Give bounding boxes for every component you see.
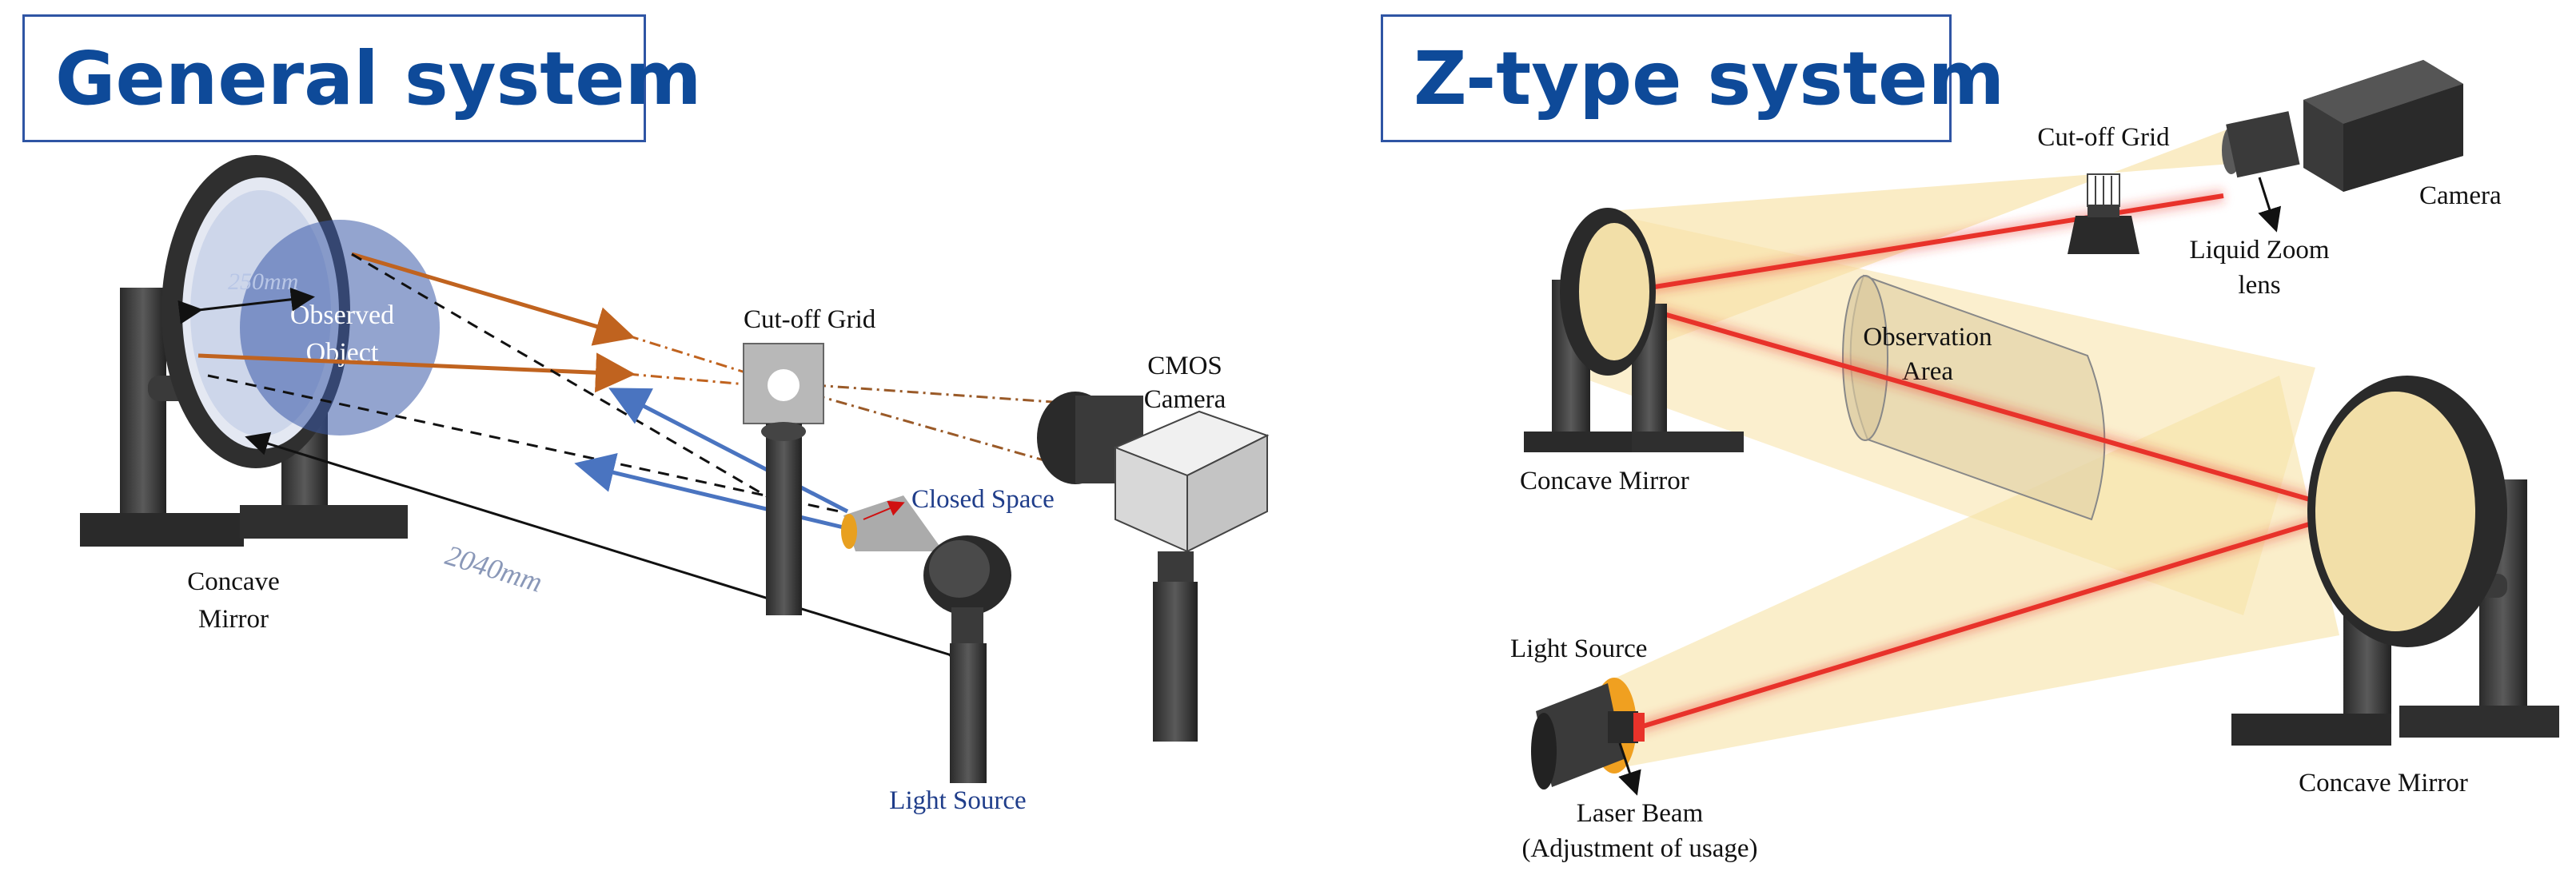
general-system-title: General system (22, 14, 702, 142)
light-source-right (1531, 678, 1645, 790)
liquid-zoom-label-2: lens (2238, 271, 2280, 300)
concave-mirror-label-z-left: Concave Mirror (1520, 467, 1689, 495)
camera (2222, 60, 2463, 192)
mirror-diameter-label: 250mm (228, 268, 298, 295)
cutoff-grid-label-right: Cut-off Grid (2037, 123, 2170, 152)
distance-label: 2040mm (442, 539, 546, 599)
cmos-camera (1037, 392, 1270, 742)
z-type-system-panel: Z-type system Observation Area (1288, 0, 2576, 879)
cmos-camera-label-2: Camera (1144, 385, 1226, 414)
concave-mirror-label-z-right: Concave Mirror (2299, 769, 2468, 797)
concave-mirror-z-right (2231, 376, 2559, 746)
general-system-panel: General system (22, 14, 1270, 815)
observation-area-label-1: Observation (1863, 323, 1992, 352)
camera-label: Camera (2419, 181, 2502, 210)
cutoff-grid-label-left: Cut-off Grid (744, 305, 876, 334)
concave-mirror-z-left (1524, 208, 1744, 452)
cutoff-grid-left (743, 343, 824, 615)
light-source-left (923, 535, 1011, 783)
concave-mirror-label-left-1: Concave (187, 567, 279, 596)
light-source-label-right: Light Source (1510, 634, 1647, 663)
laser-beam-label-1: Laser Beam (1577, 799, 1704, 828)
light-cone-bottom (1604, 376, 2339, 767)
laser-beam-path (1597, 189, 2375, 734)
z-type-system-diagram: Observation Area Concave Mirror Con (1510, 60, 2559, 863)
cmos-camera-label-1: CMOS (1147, 352, 1222, 380)
concave-mirror-label-left-2: Mirror (198, 605, 269, 634)
laser-beam-label-2: (Adjustment of usage) (1521, 834, 1757, 863)
closed-space-label: Closed Space (911, 485, 1055, 514)
liquid-zoom-label-1: Liquid Zoom (2189, 236, 2329, 264)
light-source-label-left: Light Source (889, 786, 1026, 815)
observed-object-label-1: Observed (290, 300, 394, 330)
cutoff-grid-right (2068, 173, 2139, 254)
general-system-diagram: Observed Object 250mm 2040mm Cut-off G (80, 155, 1270, 815)
closed-space (841, 495, 943, 551)
z-type-system-title: Z-type system (1381, 14, 2004, 142)
